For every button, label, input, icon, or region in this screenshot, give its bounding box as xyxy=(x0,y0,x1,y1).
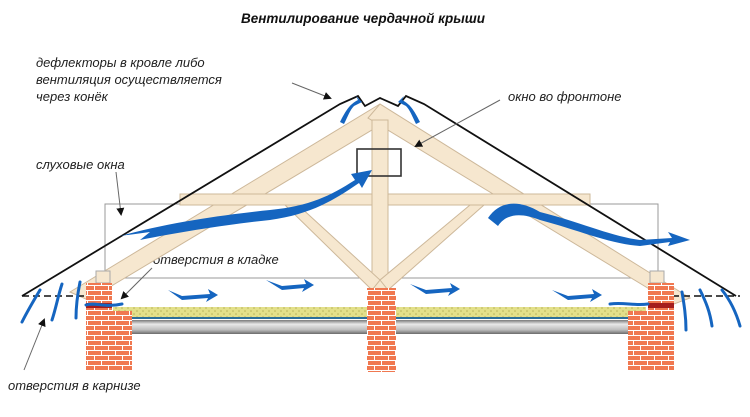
vapor-barrier-left xyxy=(113,317,369,319)
airflow-main-left xyxy=(120,170,372,240)
center-brick-wall xyxy=(367,288,396,372)
airflow-eave-right-1 xyxy=(680,290,688,332)
airflow-ridge-right xyxy=(398,96,420,124)
airflow-eave-right-2 xyxy=(698,288,714,328)
right-strut xyxy=(379,204,486,291)
label-gable-window: окно во фронтоне xyxy=(508,89,622,104)
airflow-floor-2 xyxy=(266,279,314,292)
airflow-arrows xyxy=(120,96,690,302)
right-vent-hole xyxy=(648,303,674,308)
label-eave-openings: отверстия в карнизе xyxy=(8,378,141,393)
airflow-masonry-right xyxy=(608,301,650,307)
airflow-floor-1 xyxy=(168,289,218,302)
label-ridge-deflectors-line-2: вентиляция осуществляется xyxy=(36,72,222,87)
pointer-eaves xyxy=(23,318,46,371)
insulation-left xyxy=(113,307,369,317)
pointer-gable-window xyxy=(414,99,501,147)
label-masonry-openings: отверстия в кладке xyxy=(153,252,279,267)
vapor-barrier-right xyxy=(396,317,646,319)
airflow-floor-4 xyxy=(552,289,602,302)
airflow-eave-left-2 xyxy=(50,282,64,322)
roof-covering-line xyxy=(21,94,737,297)
insulation-right xyxy=(396,307,646,317)
left-wall-plate xyxy=(95,270,111,284)
airflow-eave-right-3 xyxy=(720,288,742,328)
pointer-dormer xyxy=(115,171,125,216)
label-ridge-deflectors-line-1: дефлекторы в кровле либо xyxy=(36,55,205,70)
label-ridge-deflectors: дефлекторы в кровле либо вентиляция осущ… xyxy=(36,54,222,105)
ceiling-beam-right xyxy=(396,320,638,334)
pointer-ridge xyxy=(291,82,332,100)
airflow-eave-left-3 xyxy=(74,280,82,320)
eave-airflow xyxy=(20,280,742,332)
label-ridge-deflectors-line-3: через конёк xyxy=(36,89,108,104)
label-dormer-windows: слуховые окна xyxy=(36,157,125,172)
airflow-floor-3 xyxy=(410,283,460,296)
pointer-masonry xyxy=(120,267,153,300)
right-brick-wall-lower xyxy=(628,311,674,371)
airflow-ridge-left xyxy=(340,96,362,124)
airflow-eave-left-1 xyxy=(20,288,42,324)
airflow-main-right xyxy=(488,203,690,246)
left-brick-wall-lower xyxy=(86,311,132,371)
left-strut xyxy=(283,204,381,291)
king-post xyxy=(371,119,389,291)
airflow-masonry-left xyxy=(84,302,124,307)
diagram-title: Вентилирование чердачной крыши xyxy=(241,11,486,26)
right-wall-plate xyxy=(649,270,665,284)
gable-window xyxy=(356,148,402,177)
ceiling-beam-left xyxy=(124,320,369,334)
